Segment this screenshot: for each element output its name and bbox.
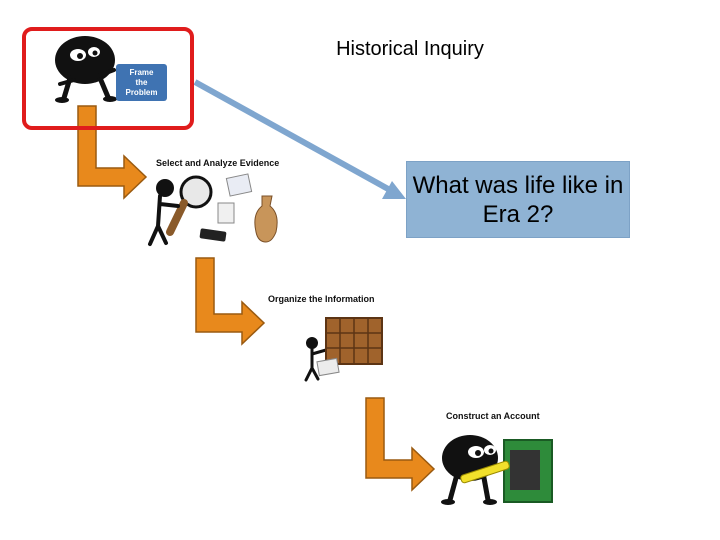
step-label-organize: Organize the Information	[268, 294, 375, 304]
step-label-construct: Construct an Account	[446, 411, 540, 421]
frame-problem-label: Frame the Problem	[116, 64, 167, 101]
flow-arrow-2	[195, 257, 266, 346]
page-title: Historical Inquiry	[336, 38, 484, 60]
question-box: What was life like in Era 2?	[406, 161, 630, 238]
writer-character-icon	[441, 435, 553, 505]
current-step-highlight	[22, 27, 194, 130]
step-label-select-evidence: Select and Analyze Evidence	[156, 158, 280, 168]
organize-scene-icon	[304, 317, 383, 382]
thinker-character-icon	[55, 36, 117, 103]
evidence-scene-icon	[148, 173, 278, 246]
flow-arrow-3	[365, 397, 436, 492]
connector-arrow	[193, 79, 406, 199]
